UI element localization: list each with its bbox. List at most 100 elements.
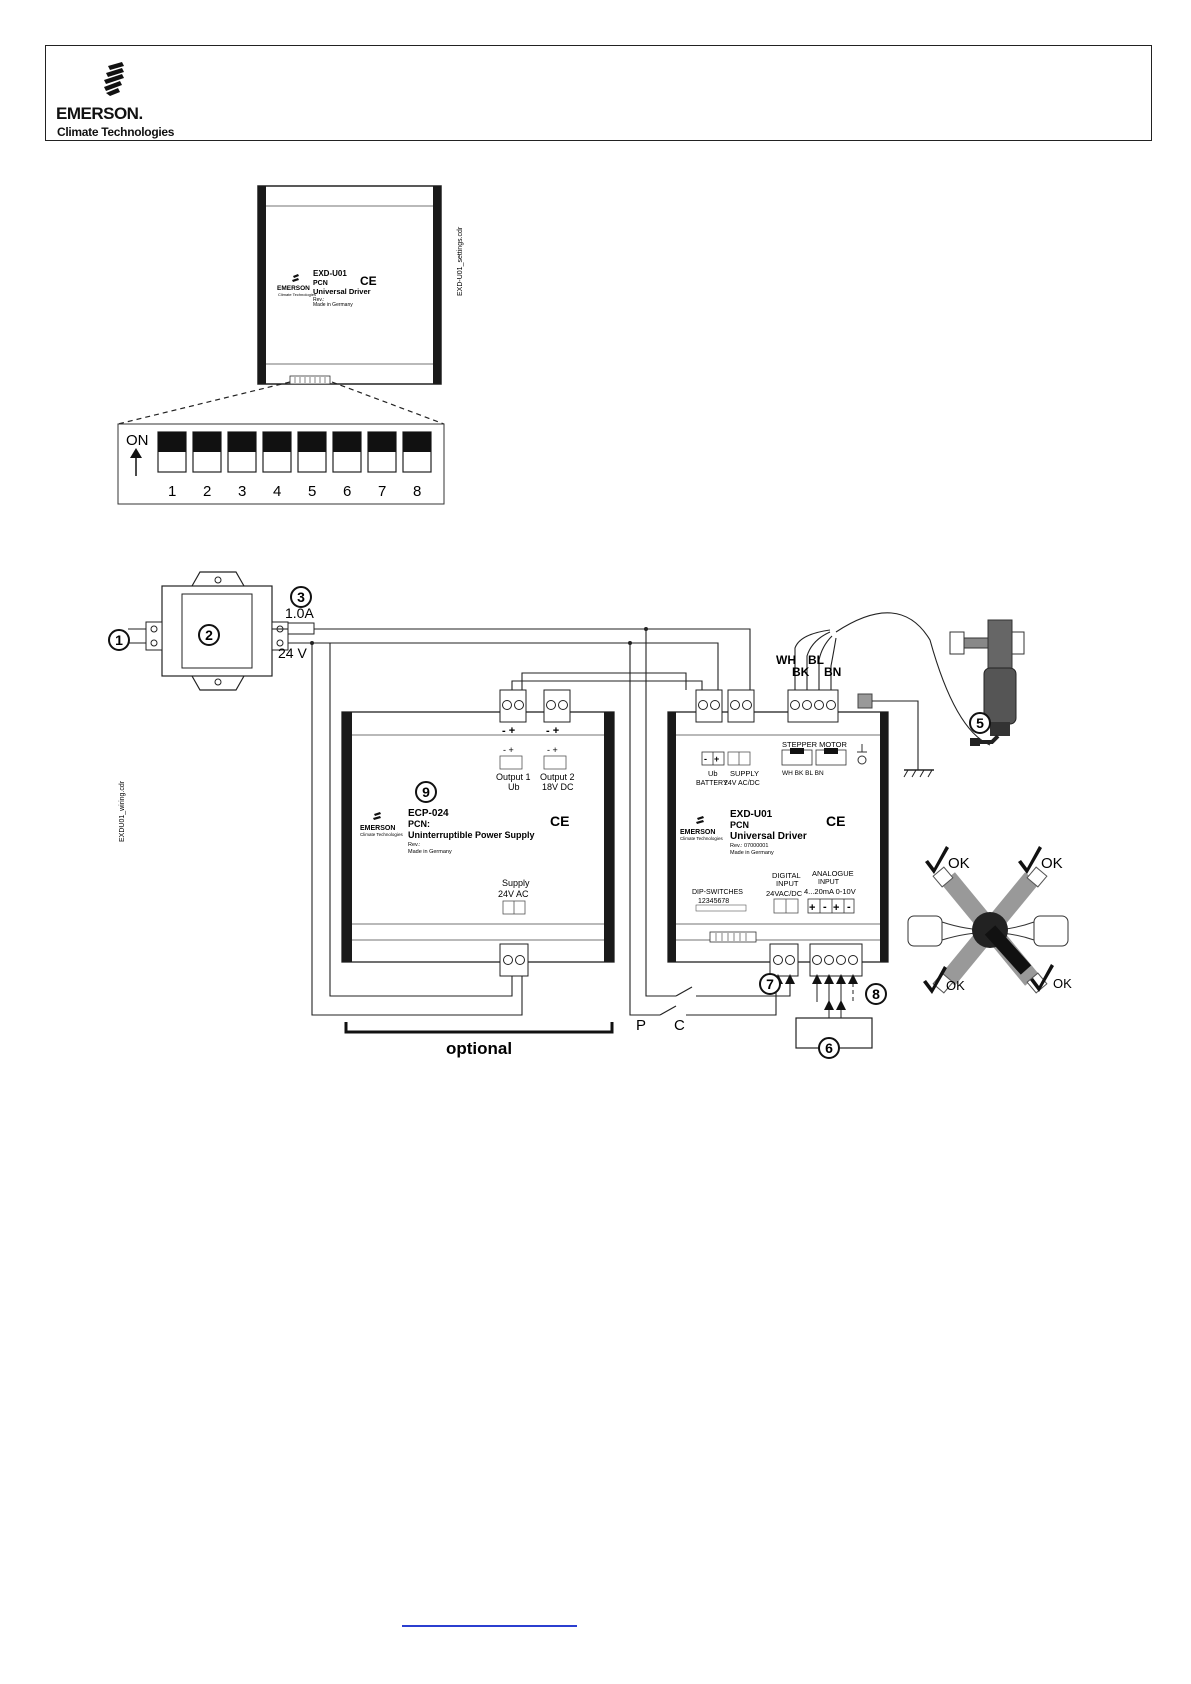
- svg-text:+: +: [809, 902, 815, 914]
- callout-1: 1: [108, 629, 130, 651]
- brand-subtitle: Climate Technologies: [57, 125, 175, 139]
- callout-number: 8: [872, 986, 880, 1002]
- ups-line3: Uninterruptible Power Supply: [408, 830, 535, 840]
- driver-analogue2: INPUT: [818, 879, 840, 886]
- dip-module-made: Made in Germany: [313, 302, 353, 308]
- ups-output2: Output 2: [540, 772, 575, 782]
- callout-3: 3: [290, 586, 312, 608]
- valve-orientation-icon: [907, 866, 1069, 994]
- driver-dip-nums: 12345678: [698, 898, 729, 905]
- callouts: 1 2 3 5 6 7 8 9: [108, 586, 991, 1059]
- driver-digital: DIGITAL: [772, 871, 801, 880]
- driver-module-top: [257, 185, 442, 385]
- optional-bracket: [344, 1022, 614, 1034]
- dip-figure: EMERSON Climate Technologies EXD-U01 PCN…: [117, 185, 464, 505]
- callout-2: 2: [198, 624, 220, 646]
- ok-label-bottom-right: OK: [1053, 976, 1072, 991]
- wire-label-bl: BL: [808, 653, 824, 667]
- callout-9: 9: [415, 781, 437, 803]
- ups-line2: PCN:: [408, 819, 430, 829]
- driver-brand-sub: Climate Technologies: [680, 836, 723, 841]
- driver-stepper-wires: WH BK BL BN: [782, 770, 824, 777]
- driver-analogue: ANALOGUE: [812, 869, 854, 878]
- emerson-mark-icon: [104, 62, 124, 96]
- dip-module-line2: PCN: [313, 280, 328, 287]
- dip-switch-7: 7: [367, 431, 397, 500]
- dip-switch-number: 6: [343, 483, 351, 500]
- callout-5: 5: [969, 712, 991, 734]
- ups-out2-polarity: - +: [546, 725, 559, 737]
- callout-number: 1: [115, 632, 123, 648]
- dip-switch-number: 7: [378, 483, 386, 500]
- wire-label-bk: BK: [792, 665, 810, 679]
- dip-module-line3: Universal Driver: [313, 287, 371, 296]
- ups-supply: Supply: [502, 878, 530, 888]
- dip-side-label: EXD-U01_settings.cdr: [457, 226, 464, 296]
- ups-brand: EMERSON: [360, 825, 395, 832]
- ups-output2-sub: 18V DC: [542, 782, 574, 792]
- dip-on-arrow-icon: [130, 448, 142, 476]
- svg-text:+: +: [833, 902, 839, 914]
- callout-number: 5: [976, 715, 984, 731]
- stepper-valve-icon: [949, 619, 1025, 746]
- wire-label-bn: BN: [824, 665, 841, 679]
- dip-switch-8: 8: [402, 431, 432, 500]
- dip-switch-4: 4: [262, 431, 292, 500]
- dip-on-label: ON: [126, 432, 149, 449]
- callout-8: 8: [865, 983, 887, 1005]
- ups-out1-polarity: - +: [502, 725, 515, 737]
- ups-brand-sub: Climate Technologies: [360, 832, 403, 837]
- callout-number: 7: [766, 976, 774, 992]
- driver-digital3: 24VAC/DC: [766, 889, 803, 898]
- dip-module-ce: CE: [360, 274, 377, 288]
- dip-module-rev: Rev.:: [313, 297, 324, 303]
- driver-line2: PCN: [730, 820, 749, 830]
- ground-symbol-icon: [857, 744, 867, 765]
- driver-module: STEPPER MOTOR WH BK BL BN - + Ub BATTERY…: [667, 689, 889, 977]
- driver-battery: BATTERY: [696, 780, 728, 787]
- wire-label-wh: WH: [776, 653, 796, 667]
- dip-switch-number: 8: [413, 483, 421, 500]
- dip-switch-5: 5: [297, 431, 327, 500]
- driver-digital2: INPUT: [776, 879, 799, 888]
- ups-model: ECP-024: [408, 808, 449, 819]
- ok-label-top-right: OK: [1041, 855, 1063, 872]
- dip-switch-2: 2: [192, 431, 222, 500]
- header-band: EMERSON. Climate Technologies: [45, 45, 1152, 141]
- checkmark-icon: [923, 846, 1054, 994]
- ups-rev: Rev.:: [408, 842, 421, 848]
- ups-ce: CE: [550, 813, 569, 829]
- switch-c-label: C: [674, 1017, 685, 1034]
- fuse-label: 1.0A: [285, 605, 314, 621]
- driver-model: EXD-U01: [730, 809, 773, 820]
- driver-supply: SUPPLY: [730, 769, 759, 778]
- svg-text:-: -: [823, 901, 827, 913]
- fuse: [287, 622, 315, 635]
- driver-rev: Rev.: 07000001: [730, 843, 768, 849]
- earth-ground-icon: [903, 769, 934, 778]
- callout-number: 9: [422, 784, 430, 800]
- dip-switch-1: 1: [157, 431, 187, 500]
- dip-switch-number: 5: [308, 483, 316, 500]
- ups-supply-sub: 24V AC: [498, 889, 529, 899]
- dip-module-brand: EMERSON: [277, 285, 310, 292]
- voltage-label: 24 V: [278, 645, 307, 661]
- driver-supply-sub: 24V AC/DC: [724, 780, 760, 787]
- driver-dip: DIP-SWITCHES: [692, 889, 743, 896]
- ups-output1-sub: Ub: [508, 782, 520, 792]
- driver-brand: EMERSON: [680, 829, 715, 836]
- wiring-side-label: EXDU01_wiring.cdr: [119, 780, 126, 842]
- ups-made: Made in Germany: [408, 849, 452, 855]
- driver-ce: CE: [826, 813, 845, 829]
- dip-switch-6: 6: [332, 431, 362, 500]
- emerson-logo: EMERSON. Climate Technologies: [56, 62, 196, 139]
- hyperlink-underline[interactable]: [402, 1625, 577, 1627]
- callout-number: 6: [825, 1040, 833, 1056]
- driver-line3: Universal Driver: [730, 831, 807, 842]
- svg-text:-: -: [704, 754, 707, 764]
- dip-module-model: EXD-U01: [313, 269, 347, 278]
- dip-switch-number: 1: [168, 483, 176, 500]
- svg-text:-: -: [847, 901, 851, 913]
- ups-out1-pol-small: - +: [503, 745, 514, 755]
